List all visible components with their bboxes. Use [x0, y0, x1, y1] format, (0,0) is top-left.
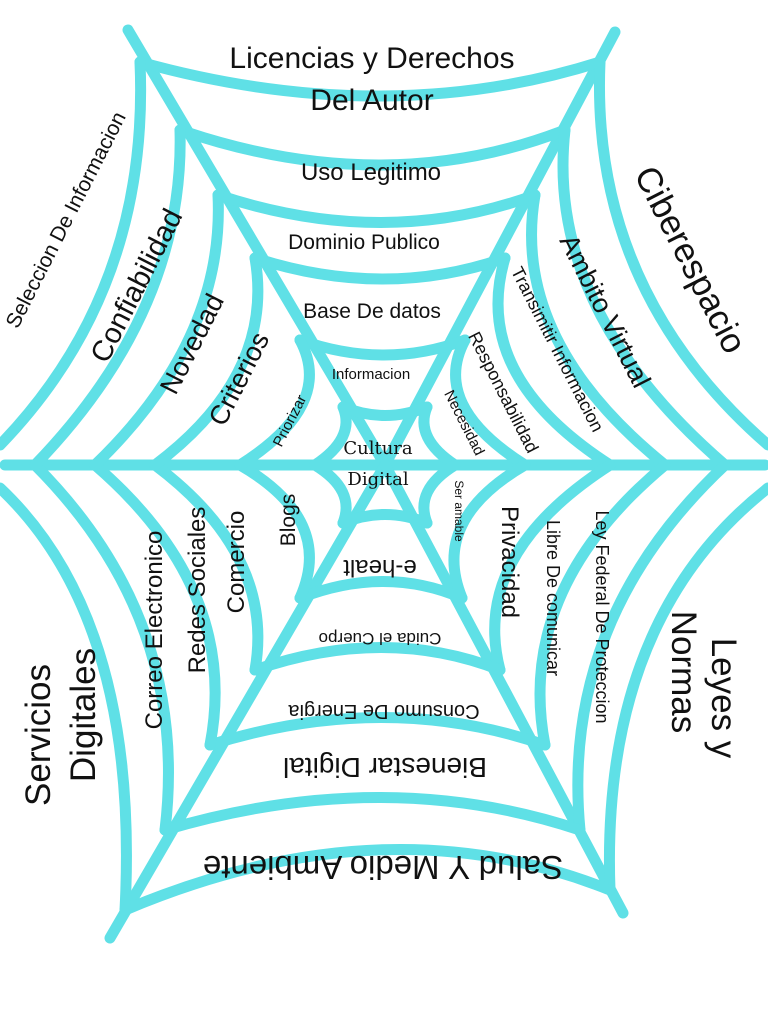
title-line-1: Licencias y Derechos: [229, 42, 514, 75]
label-base-de-datos: Base De datos: [303, 300, 441, 323]
web-arc: [234, 459, 315, 604]
label-consumo-de-energia: Consumo De Energia: [288, 700, 480, 722]
label-dominio-publico: Dominio Publico: [288, 231, 440, 254]
web-arc: [249, 252, 511, 285]
web-arc: [489, 459, 616, 676]
label-normas: Normas: [664, 611, 703, 734]
label-blogs: Blogs: [277, 494, 300, 547]
web-arc: [603, 482, 768, 896]
web-arc: [249, 642, 506, 676]
label-novedad: Novedad: [154, 289, 230, 399]
web-ring-4: [89, 189, 671, 751]
label-e-healt: e-healt: [343, 554, 417, 581]
web-arc: [149, 252, 264, 471]
web-arc: [174, 124, 571, 171]
web-arc: [134, 56, 606, 102]
label-ley-federal-de-proteccion: Ley Federal De Proteccion: [592, 510, 612, 723]
label-informacion: Informacion: [332, 366, 410, 383]
label-seleccion-de-informacion: Seleccion De Informacion: [2, 108, 131, 332]
label-uso-legitimo: Uso Legitimo: [301, 159, 441, 186]
web-arc: [309, 459, 352, 529]
radial-thread-bottom-left: [104, 459, 391, 944]
web-arc: [593, 56, 768, 451]
web-arc: [119, 844, 616, 916]
web-arc: [159, 792, 586, 836]
label-privacidad: Privacidad: [496, 506, 523, 618]
label-criterios: Criterios: [203, 327, 275, 430]
web-arc: [526, 189, 671, 471]
web-arc: [212, 189, 541, 228]
web-arc: [557, 124, 731, 471]
web-arc: [204, 712, 551, 751]
label-servicios: Servicios: [19, 664, 58, 806]
web-arc: [448, 459, 531, 604]
label-ser-amable: Ser amable: [452, 480, 466, 542]
web-arc: [0, 56, 147, 451]
web-arc: [149, 459, 264, 676]
label-libre-de-comunicar: Libre De comunicar: [543, 520, 563, 676]
label-ciberespacio: Ciberespacio: [627, 160, 754, 360]
radial-thread-top-left: [122, 24, 391, 471]
web-arc: [294, 334, 471, 361]
web-arc: [492, 252, 616, 471]
web-arc: [450, 334, 531, 471]
web-arc: [309, 401, 352, 471]
web-ring-1: [309, 401, 461, 529]
web-arc: [294, 576, 468, 604]
web-ring-3: [149, 252, 616, 676]
label-bienestar-digital: Bienestar Digital: [283, 752, 487, 783]
web-arc: [572, 459, 731, 836]
label-leyes-y: Leyes y: [704, 638, 743, 759]
web-arc: [534, 459, 671, 751]
label-comercio: Comercio: [223, 511, 250, 614]
label-redes-sociales: Redes Sociales: [184, 507, 211, 674]
radial-thread-top-right: [379, 26, 621, 471]
web-arc: [337, 401, 433, 421]
title-line-2: Del Autor: [310, 84, 433, 117]
web-arc: [89, 189, 224, 471]
web-arc: [29, 124, 186, 471]
label-salud-y-medio-ambiente: Salud Y Medio Ambiente: [203, 849, 563, 886]
label-priorizar: Priorizar: [270, 392, 311, 449]
radial-thread-bottom-right: [379, 459, 629, 919]
web-arc: [234, 334, 315, 471]
center-line-2: Digital: [347, 469, 408, 490]
web-ring-2: [234, 334, 531, 604]
label-correo-electronico: Correo Electronico: [141, 531, 168, 730]
web-arc: [0, 482, 132, 916]
center-line-1: Cultura: [343, 438, 413, 459]
web-arc: [418, 459, 461, 529]
web-arc: [337, 509, 433, 529]
web-ring-6: [0, 56, 768, 916]
label-digitales: Digitales: [64, 648, 103, 782]
web-arc: [418, 401, 461, 471]
label-cuida-el-cuerpo: Cuida el Cuerpo: [319, 629, 442, 648]
web-arc: [89, 459, 221, 751]
web-arc: [29, 459, 174, 836]
web-ring-5: [29, 124, 731, 836]
